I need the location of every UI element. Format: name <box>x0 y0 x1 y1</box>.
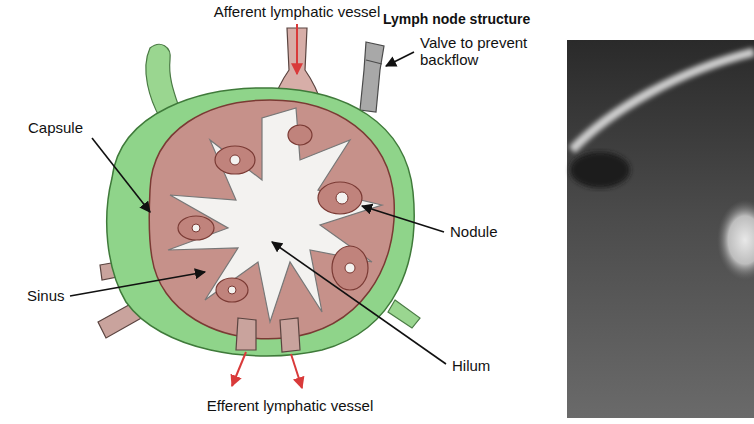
capsule-outline <box>107 88 414 356</box>
part-label: Afferent lymphatic vessel <box>214 3 380 20</box>
sinus-area <box>168 108 382 322</box>
germinal-center <box>192 224 200 232</box>
part-label: Valve to prevent backflow <box>420 34 542 68</box>
flow-arrow <box>296 24 298 74</box>
nodule <box>288 125 312 145</box>
flow-arrow <box>232 352 246 386</box>
nodule <box>332 246 368 290</box>
part-label: Nodule <box>450 223 498 240</box>
germinal-center <box>345 263 355 273</box>
leader-line <box>386 52 414 66</box>
part-label: Hilum <box>452 357 490 374</box>
scan-node <box>717 200 754 280</box>
leader-line <box>92 138 150 212</box>
germinal-center <box>228 286 236 294</box>
part-label: Efferent lymphatic vessel <box>207 397 373 414</box>
diagram-title: Lymph node structure <box>383 11 530 28</box>
nodule <box>318 182 362 214</box>
part-label: Capsule <box>28 119 83 136</box>
leader-line <box>272 242 446 364</box>
flow-arrow <box>291 354 302 388</box>
nodule <box>215 146 255 174</box>
green-vessel <box>388 300 420 328</box>
leader-line <box>70 272 205 296</box>
efferent-vessel <box>236 318 256 350</box>
part-label: Sinus <box>27 287 65 304</box>
nodule <box>178 216 214 240</box>
scan-shadow <box>570 152 630 188</box>
germinal-center <box>230 155 240 165</box>
leader-line <box>362 206 444 232</box>
germinal-center <box>336 192 348 204</box>
nodule <box>216 278 248 302</box>
efferent-vessel <box>280 318 300 352</box>
valve-mark <box>366 60 382 64</box>
scan-vessel <box>572 52 754 150</box>
valve-vessel <box>360 42 384 112</box>
